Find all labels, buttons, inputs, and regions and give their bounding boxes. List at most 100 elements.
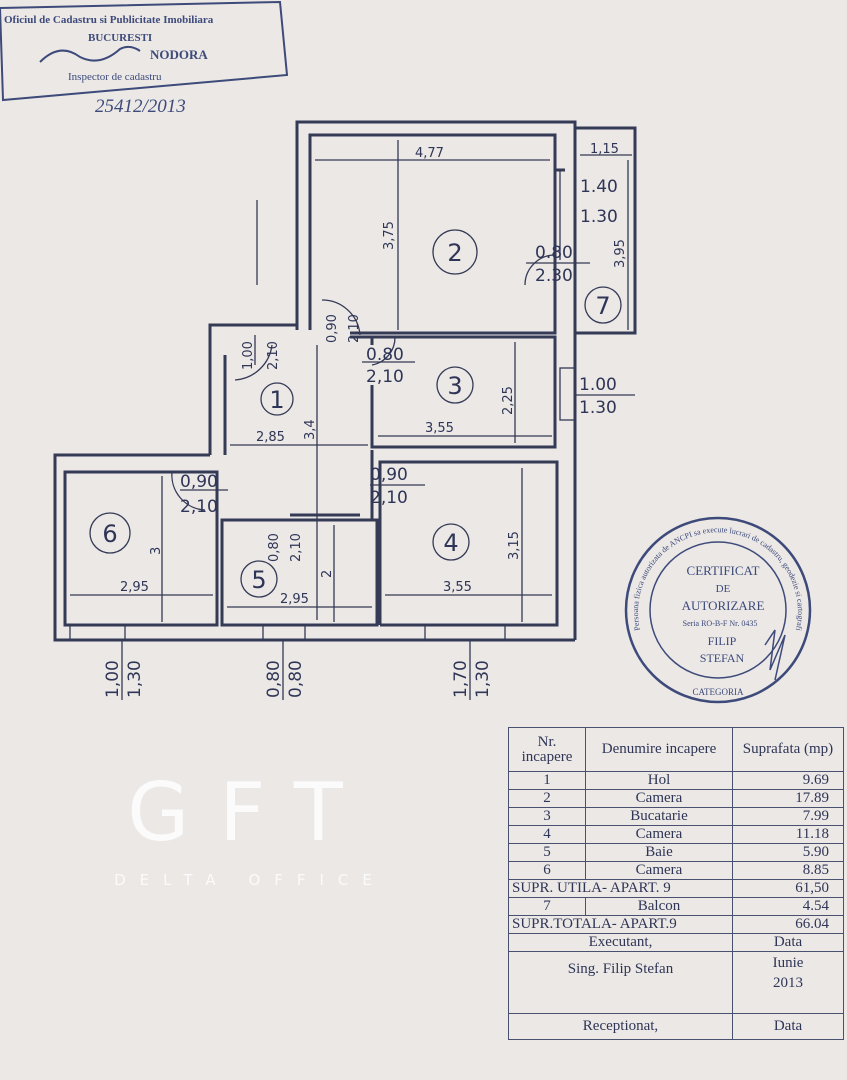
dim-label: 1,30 xyxy=(125,660,145,698)
cell-name: Bucatarie xyxy=(585,807,733,826)
dim-label: 4,77 xyxy=(415,146,444,161)
executant-name: Sing. Filip Stefan xyxy=(508,951,733,1014)
exec-date-year: 2013 xyxy=(773,975,803,991)
cell-name: Baie xyxy=(585,843,733,862)
dim-label: 0,90 xyxy=(325,314,340,343)
watermark: GFT DELTA OFFICE xyxy=(114,766,386,889)
util-label: SUPR. UTILA- APART. 9 xyxy=(508,879,733,898)
cell-area: 4.54 xyxy=(732,897,844,916)
room-markers: 1 2 3 4 5 6 7 xyxy=(89,229,622,598)
executant-label: Executant, xyxy=(508,933,733,952)
dim-label: 1.00 xyxy=(579,375,617,395)
dim-label: 2 xyxy=(320,570,335,578)
header-name: Denumire incapere xyxy=(585,727,733,772)
dim-label: 2.30 xyxy=(535,266,573,286)
exec-date-month: Iunie xyxy=(772,955,804,971)
data-label-2: Data xyxy=(732,1013,844,1040)
room-number-6: 6 xyxy=(102,520,117,548)
room-number-7: 7 xyxy=(595,292,610,320)
stamp-name2: STEFAN xyxy=(700,651,745,665)
stamp-cert-line1: CERTIFICAT xyxy=(687,563,760,578)
cell-nr: 2 xyxy=(508,789,586,808)
dim-label: 2,95 xyxy=(120,580,149,595)
stamp-cert-line3: AUTORIZARE xyxy=(682,598,765,613)
dimension-lines xyxy=(70,140,635,700)
dim-label: 3,4 xyxy=(303,419,318,440)
total-label: SUPR.TOTALA- APART.9 xyxy=(508,915,733,934)
dim-label: 1.30 xyxy=(580,207,618,227)
dim-label: 3,55 xyxy=(443,580,472,595)
surface-table: Nr. incapere Denumire incapere Suprafata… xyxy=(508,727,844,1040)
room-number-2: 2 xyxy=(447,239,462,267)
cell-nr: 1 xyxy=(508,771,586,790)
cell-name: Camera xyxy=(585,861,733,880)
dim-label: 3,55 xyxy=(425,421,454,436)
door-swings xyxy=(171,254,556,511)
dim-label: 2,85 xyxy=(256,430,285,445)
stamp-line-1: Oficiul de Cadastru si Publicitate Imobi… xyxy=(4,14,214,26)
dim-label: 2,10 xyxy=(347,314,362,343)
dim-label: 0,80 xyxy=(286,660,306,698)
stamp-line-3: NODORA xyxy=(150,47,208,62)
cell-name: Hol xyxy=(585,771,733,790)
header-nr: Nr. incapere xyxy=(508,727,586,772)
room-number-3: 3 xyxy=(447,372,462,400)
cadastre-office-stamp: Oficiul de Cadastru si Publicitate Imobi… xyxy=(0,0,289,117)
dim-label: 1.40 xyxy=(580,177,618,197)
cell-area: 9.69 xyxy=(732,771,844,790)
receptionat-label: Receptionat, xyxy=(508,1013,733,1040)
dim-label: 0,80 xyxy=(267,533,282,562)
cell-nr: 6 xyxy=(508,861,586,880)
cell-area: 11.18 xyxy=(732,825,844,844)
stamp-cert-line2: DE xyxy=(716,583,731,595)
dim-label: 3,15 xyxy=(507,531,522,560)
stamp-signature xyxy=(764,629,786,681)
dim-label: 2,10 xyxy=(366,367,404,387)
dim-label: 1,70 xyxy=(451,660,471,698)
dim-label: 0.80 xyxy=(535,243,573,263)
cell-name: Camera xyxy=(585,825,733,844)
stamp-category: CATEGORIA xyxy=(693,687,744,697)
dim-label: 2,10 xyxy=(289,533,304,562)
cell-area: 7.99 xyxy=(732,807,844,826)
walls xyxy=(53,120,637,642)
stamp-line-4: Inspector de cadastru xyxy=(68,71,162,83)
svg-text:Persoana fizica autorizata de: Persoana fizica autorizata de ANCPI sa e… xyxy=(0,0,805,632)
signature xyxy=(39,45,141,63)
data-label: Data xyxy=(732,933,844,952)
cell-nr: 5 xyxy=(508,843,586,862)
stamp-name1: FILIP xyxy=(708,634,737,648)
dim-label: 2,10 xyxy=(370,488,408,508)
cell-area: 5.90 xyxy=(732,843,844,862)
cell-area: 17.89 xyxy=(732,789,844,808)
dim-label: 0.80 xyxy=(366,345,404,365)
header-area: Suprafata (mp) xyxy=(732,727,844,772)
stamp-serial: Seria RO-B-F Nr. 0435 xyxy=(683,619,758,628)
dim-label: 3 xyxy=(149,547,164,555)
cell-nr: 7 xyxy=(508,897,586,916)
room-number-4: 4 xyxy=(443,529,458,557)
watermark-subtitle: DELTA OFFICE xyxy=(114,871,386,889)
total-value: 66.04 xyxy=(732,915,844,934)
dim-label: 0,90 xyxy=(180,472,218,492)
stamp-ring-text: Persoana fizica autorizata de ANCPI sa e… xyxy=(0,0,805,632)
watermark-logo: GFT xyxy=(127,766,372,859)
cell-name: Camera xyxy=(585,789,733,808)
cell-area: 8.85 xyxy=(732,861,844,880)
dim-label: 2,95 xyxy=(280,592,309,607)
dim-label: 1.30 xyxy=(579,398,617,418)
room-number-5: 5 xyxy=(251,566,266,594)
dim-label: 1,15 xyxy=(590,142,619,157)
dim-label: 1,30 xyxy=(473,660,493,698)
dimension-labels: 4,77 3,75 1,15 1.40 1.30 3,95 0.80 2.30 … xyxy=(103,142,628,698)
dim-label: 0,80 xyxy=(264,660,284,698)
dim-label: 1,00 xyxy=(103,660,123,698)
